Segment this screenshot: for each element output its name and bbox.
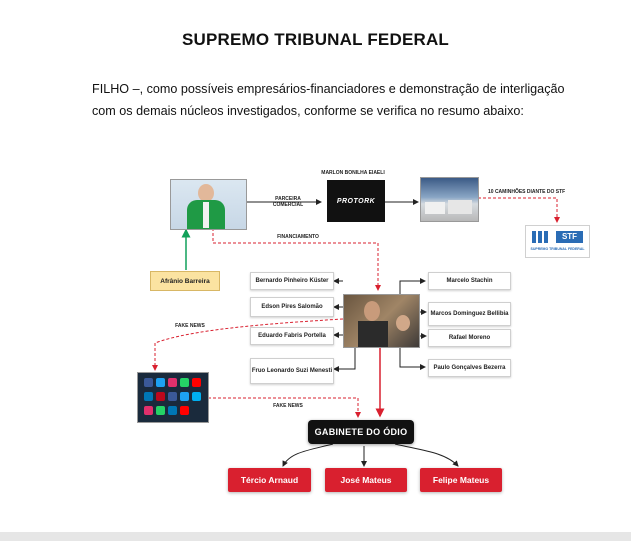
body-paragraph: FILHO –, como possíveis empresários-fina…: [92, 78, 570, 122]
stf-logo-caption: SUPREMO TRIBUNAL FEDERAL: [530, 247, 585, 251]
name-box-left-2: Edson Pires Salomão: [250, 297, 334, 317]
gabinete-box: GABINETE DO ÓDIO: [308, 420, 414, 444]
page-title: SUPREMO TRIBUNAL FEDERAL: [181, 30, 450, 49]
protork-logo: PROTORK: [327, 180, 385, 222]
financiamento-label: FINANCIAMENTO: [277, 234, 319, 240]
parceria-label: PARCEIRA COMERCIAL: [272, 196, 304, 208]
protork-logo-text: PROTORK: [336, 197, 376, 205]
paragraph-line-1: FILHO –, como possíveis empresários-fina…: [92, 82, 565, 96]
name-box-left-1: Bernardo Pinheiro Küster: [250, 272, 334, 290]
name-box-left-3: Eduardo Fabris Portella: [250, 327, 334, 345]
stf-logo-text: STF: [556, 231, 583, 243]
gabinete-label: GABINETE DO ÓDIO: [314, 427, 408, 437]
name-box-right-4: Paulo Gonçalves Bezerra: [428, 359, 511, 377]
caminhoes-label: 10 CAMINHÕES DIANTE DO STF: [488, 189, 566, 195]
name-box-left-4: Fruo Leonardo Suzi Menesti: [250, 358, 334, 384]
afranio-box: Afrânio Barreira: [150, 271, 220, 291]
afranio-name: Afrânio Barreira: [160, 277, 210, 285]
page-bottom-edge: [0, 532, 631, 541]
social-media-photo: [137, 372, 209, 423]
fake-news-label-1: FAKE NEWS: [175, 323, 205, 329]
company-person-label: MARLON BONILHA EIAELI: [321, 170, 385, 176]
name-box-bottom-1: Tércio Arnaud: [228, 468, 311, 492]
center-collage-photo: [343, 294, 420, 348]
name-box-right-2: Marcos Dominguez Bellibia: [428, 302, 511, 326]
paragraph-line-2: com os demais núcleos investigados, conf…: [92, 104, 524, 118]
fake-news-label-2: FAKE NEWS: [273, 403, 303, 409]
name-box-bottom-2: José Mateus: [325, 468, 407, 492]
name-box-bottom-3: Felipe Mateus: [420, 468, 502, 492]
afranio-photo: [170, 179, 247, 230]
name-box-right-3: Rafael Moreno: [428, 329, 511, 347]
trucks-photo: [420, 177, 479, 222]
stf-logo: STF SUPREMO TRIBUNAL FEDERAL: [525, 225, 590, 258]
name-box-right-1: Marcelo Stachin: [428, 272, 511, 290]
